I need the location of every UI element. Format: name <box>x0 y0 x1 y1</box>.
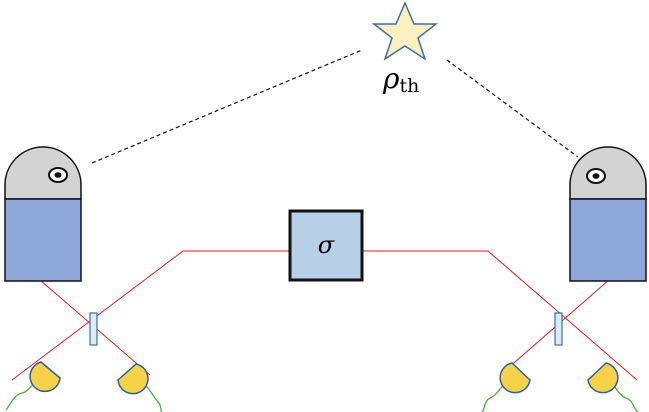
telescope-lens-left-inner <box>54 172 62 178</box>
detector-right-2 <box>587 362 639 412</box>
starlight-path-right <box>446 59 579 158</box>
telescope-left <box>4 146 82 282</box>
thermal-source-star-icon <box>371 1 439 61</box>
telescope-right <box>569 146 647 282</box>
detector-cable-left-2 <box>145 385 163 412</box>
telescope-dome-right <box>569 146 647 200</box>
beamsplitter-right <box>554 312 563 346</box>
telescope-lens-right-inner <box>592 173 600 179</box>
telescope-body-right <box>569 198 647 282</box>
detector-right-1 <box>481 362 531 412</box>
detector-left-1-icon <box>29 361 61 393</box>
telescope-dome-left <box>4 146 82 200</box>
detector-right-1-icon <box>499 362 531 394</box>
detector-left-1 <box>5 361 61 411</box>
detector-cable-right-2 <box>611 383 639 412</box>
detector-cable-right-1 <box>481 383 506 412</box>
state-box <box>288 209 364 282</box>
state-box-label: σ <box>318 231 335 259</box>
source-label: ρth <box>382 62 419 97</box>
detector-right-2-icon <box>587 362 619 394</box>
beam-left-to-state <box>11 250 290 381</box>
beamsplitter-left <box>89 312 98 346</box>
detector-left-2 <box>117 363 163 412</box>
starlight-path-left <box>91 49 363 164</box>
beam-right-to-state <box>362 250 638 381</box>
telescope-body-left <box>4 198 82 282</box>
detector-left-2-icon <box>117 363 149 395</box>
